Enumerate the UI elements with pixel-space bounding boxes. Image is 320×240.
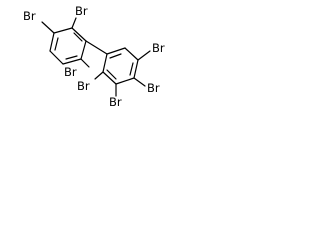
- bromine-label: Br: [77, 79, 90, 93]
- right-ring-bond: [102, 71, 117, 85]
- left-ring-bond: [62, 58, 82, 65]
- bromine-label: Br: [147, 81, 160, 95]
- right-ring-double-bond: [106, 69, 117, 80]
- right-ring-bond: [106, 47, 126, 55]
- right-ring-br-bond: [94, 71, 104, 80]
- right-ring-double-bond: [129, 62, 134, 76]
- right-ring-br-bond: [133, 77, 146, 87]
- left-ring-br-bond: [80, 58, 90, 68]
- left-ring-br-bond: [41, 21, 55, 34]
- right-ring-double-bond: [109, 53, 122, 59]
- left-ring-bond: [71, 27, 87, 42]
- right-ring-br-bond: [137, 50, 151, 61]
- left-ring-br-bond: [71, 17, 77, 29]
- molecule-structure: Br Br Br Br Br Br Br: [23, 4, 165, 109]
- left-ring-bond: [49, 32, 55, 52]
- biaryl-bond: [85, 40, 108, 55]
- left-ring-bond: [53, 27, 73, 34]
- left-ring-double-bond: [73, 32, 83, 42]
- left-ring-double-bond: [54, 37, 59, 51]
- left-ring-bond: [80, 40, 87, 60]
- bromine-label: Br: [152, 41, 165, 55]
- right-ring-bond: [133, 59, 139, 79]
- right-ring-bond: [115, 77, 135, 85]
- atom-labels: Br Br Br Br Br Br Br: [23, 4, 165, 109]
- bromine-label: Br: [64, 65, 77, 79]
- left-ring-bond: [49, 50, 64, 65]
- right-ring-bond: [102, 53, 108, 73]
- right-ring-bond: [124, 47, 139, 61]
- bromine-label: Br: [109, 95, 122, 109]
- bromine-label: Br: [23, 9, 36, 23]
- left-ring-double-bond: [65, 55, 78, 60]
- bonds: [41, 17, 151, 97]
- bromine-label: Br: [75, 4, 88, 18]
